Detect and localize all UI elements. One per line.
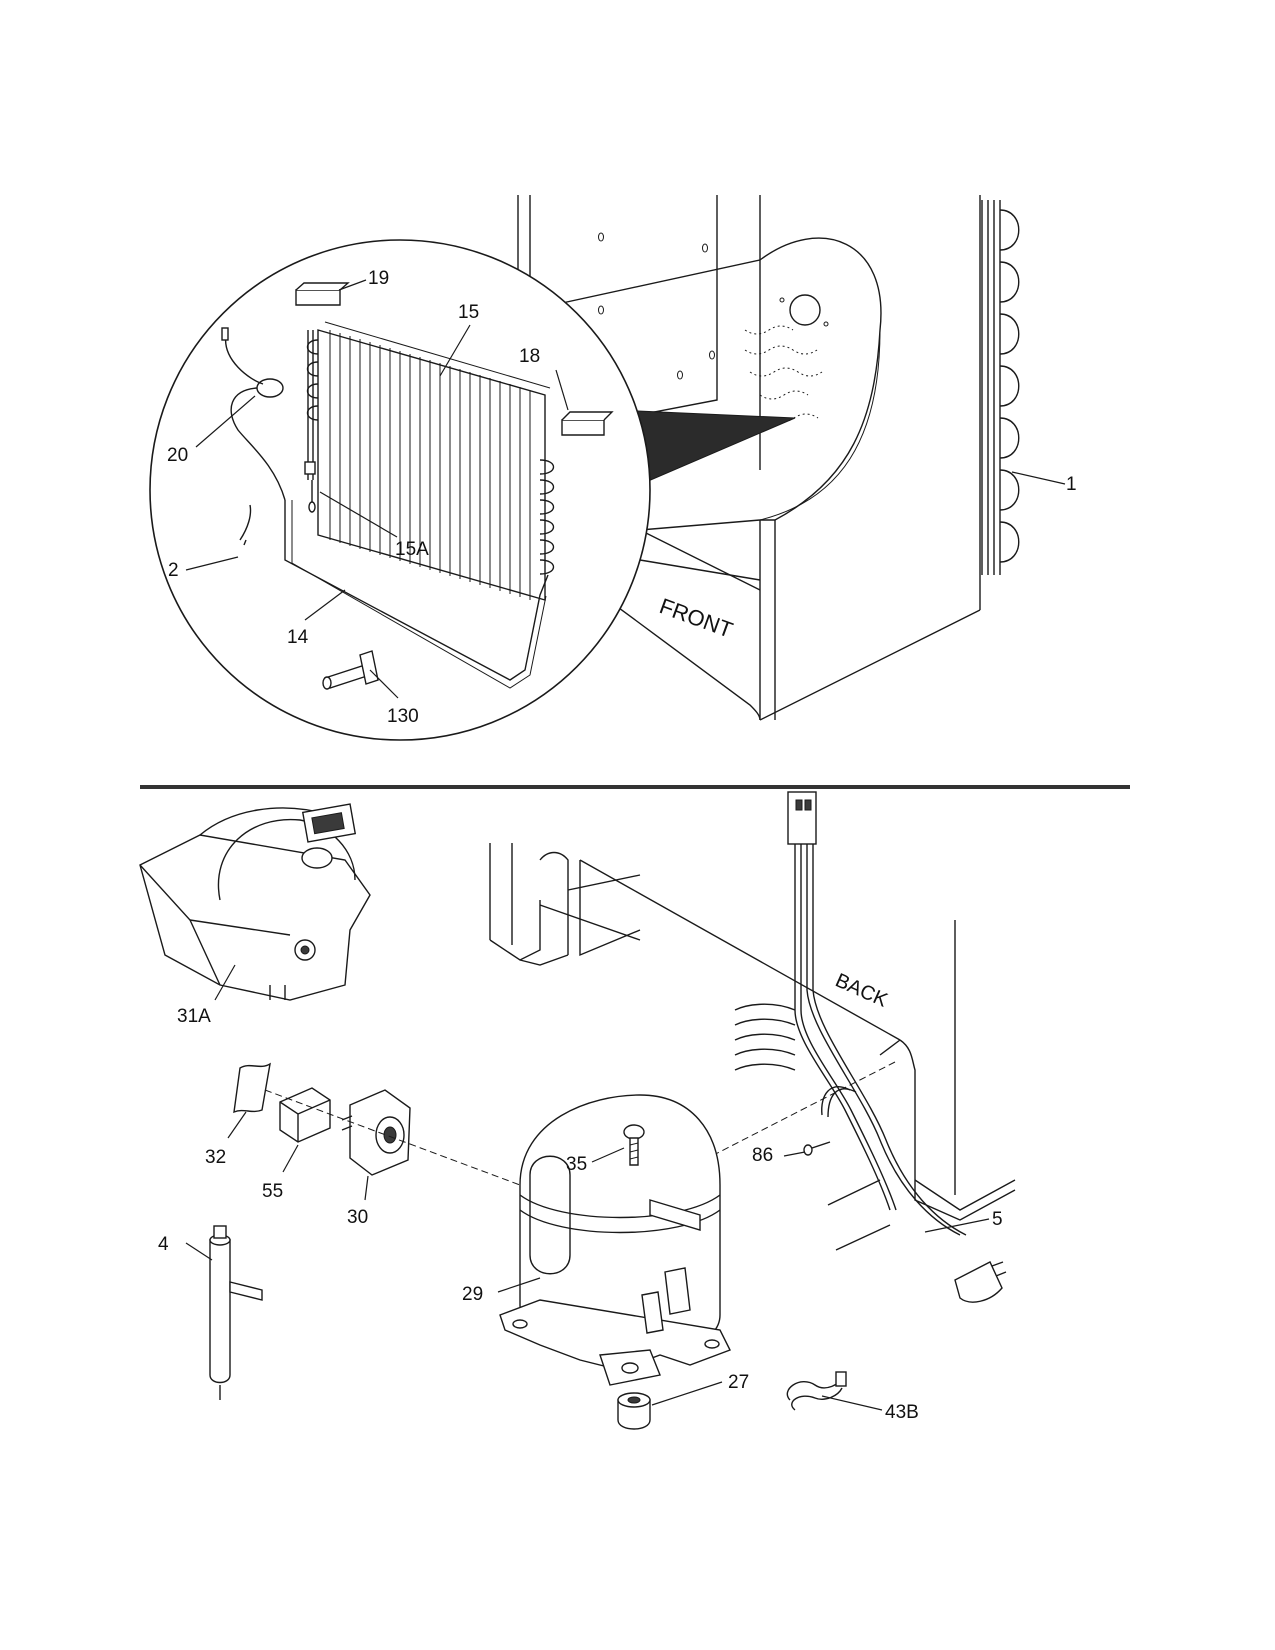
power-cord-5 [734, 791, 1007, 1303]
drain-pan-31A [139, 803, 371, 1001]
wire-harness-14 [284, 500, 549, 681]
ground-screw-86 [803, 1141, 831, 1156]
callout-130: 130 [387, 706, 419, 727]
callout-15: 15 [458, 302, 479, 323]
evaporator-detail-circle [149, 239, 651, 741]
callout-31a: 31A [177, 1006, 211, 1027]
callout-5: 5 [992, 1209, 1003, 1230]
cabinet-drawing [517, 195, 1020, 721]
callout-19: 19 [368, 268, 389, 289]
callout-14: 14 [287, 627, 309, 648]
cabinet-back-drawing [489, 843, 1016, 1221]
compressor-29 [499, 1094, 731, 1386]
callout-20: 20 [167, 445, 188, 466]
callout-55: 55 [262, 1181, 283, 1202]
callout-30: 30 [347, 1207, 368, 1228]
callout-29: 29 [462, 1284, 483, 1305]
callout-32: 32 [205, 1147, 226, 1168]
callout-2: 2 [168, 560, 179, 581]
callout-15a: 15A [395, 539, 429, 560]
callout-1: 1 [1066, 474, 1077, 495]
drain-plug-130 [322, 650, 379, 690]
bolt-35 [623, 1124, 645, 1166]
callout-86: 86 [752, 1145, 773, 1166]
callout-4: 4 [158, 1234, 169, 1255]
callouts-bottom: 31A 32 55 30 35 86 5 4 29 27 43B [158, 964, 1003, 1423]
insulation-pad-18 [561, 411, 614, 436]
tube-clip-43B [786, 1371, 847, 1411]
relay-55 [279, 1087, 331, 1143]
callouts-top: 19 15 18 20 15A 2 14 130 1 [167, 268, 1077, 727]
front-label: FRONT [656, 593, 736, 642]
condenser-coil [981, 200, 1020, 575]
callout-18: 18 [519, 346, 540, 367]
filter-drier-4 [209, 1225, 263, 1400]
tape-32 [233, 1062, 271, 1114]
overload-30 [341, 1089, 411, 1176]
callout-35: 35 [566, 1154, 587, 1175]
callout-27: 27 [728, 1372, 749, 1393]
callout-43b: 43B [885, 1402, 919, 1423]
back-label: BACK [832, 969, 891, 1012]
grommet-27 [617, 1392, 651, 1430]
insulation-pad-19 [295, 282, 350, 306]
wire-clip-2 [239, 504, 252, 546]
defrost-thermostat-20 [221, 327, 286, 501]
section-divider [140, 785, 1130, 789]
